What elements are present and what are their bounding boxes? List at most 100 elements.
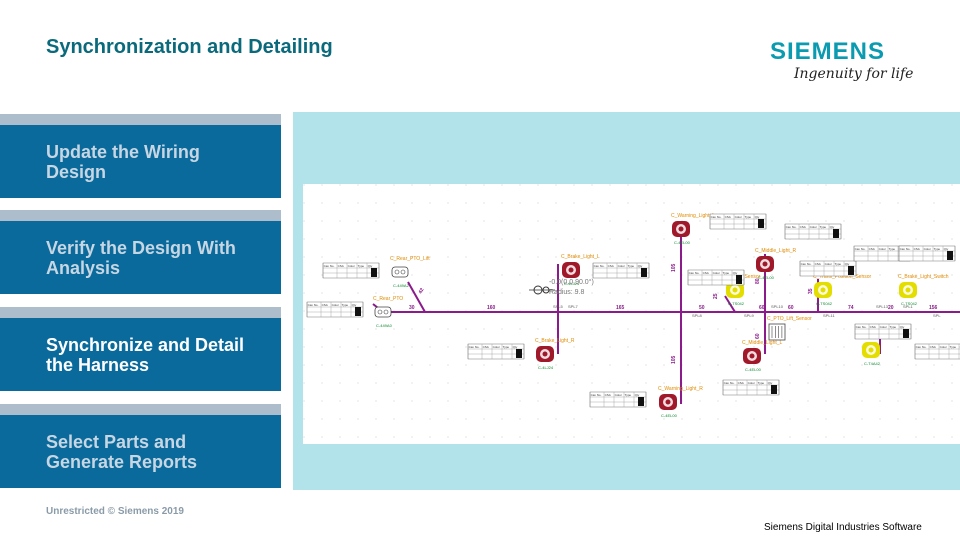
svg-text:Type: Type	[628, 264, 635, 268]
connector-c-brake-light-r[interactable]: C_Brake_Light_RC-4LJ24	[535, 338, 575, 370]
splice-label: SPL10	[771, 304, 784, 309]
length-label: 105	[671, 355, 677, 364]
svg-text:Color: Color	[810, 225, 817, 229]
svg-text:Type: Type	[890, 325, 897, 329]
length-label: 25	[713, 293, 719, 299]
svg-text:Color: Color	[332, 303, 339, 307]
svg-text:Type: Type	[503, 345, 510, 349]
splice-label: SPL13	[876, 304, 889, 309]
connector-part-label: C-TS042	[728, 301, 745, 306]
connector-c-warning-light-l[interactable]: C_Warning_Light_LC-4EL00	[671, 213, 715, 245]
svg-text:Qty: Qty	[635, 393, 640, 397]
brand-tagline: Ingenuity for life	[794, 66, 914, 82]
connector-part-label: C-4EL00	[674, 240, 691, 245]
svg-text:CSA: CSA	[703, 271, 709, 275]
svg-text:Color: Color	[348, 264, 355, 268]
page-title: Synchronization and Detailing	[46, 36, 333, 58]
svg-text:CSA: CSA	[815, 262, 821, 266]
svg-text:Type: Type	[950, 345, 957, 349]
nav-item-select-parts[interactable]: Select Parts and Generate Reports	[0, 415, 281, 488]
svg-text:Type: Type	[342, 303, 349, 307]
length-label: 42	[418, 287, 426, 295]
connector-part-label: C-TS042	[816, 301, 833, 306]
connector-part-label: C-449A2	[393, 283, 410, 288]
connector-part-label: C-4LJ24	[538, 365, 554, 370]
svg-text:Type: Type	[625, 393, 632, 397]
splice-label: SPL11	[823, 313, 835, 318]
length-label: 60	[759, 305, 765, 311]
nav-item-update-wiring[interactable]: Update the Wiring Design	[0, 125, 281, 198]
connector-label: C_Brake_Light_Switch	[898, 274, 949, 280]
svg-text:Qty: Qty	[768, 381, 773, 385]
harness-diagram: 30 160 165 50 60 60 74 20 156 105 105 25…	[303, 184, 960, 444]
svg-text:CSA: CSA	[608, 264, 614, 268]
splice-label: SPL5	[553, 304, 564, 309]
connector-label: C_Warning_Light_R	[658, 386, 703, 392]
harness-canvas[interactable]: 30 160 165 50 60 60 74 20 156 105 105 25…	[303, 184, 960, 444]
svg-text:Color: Color	[615, 393, 622, 397]
svg-text:Cav No.: Cav No.	[786, 225, 797, 229]
connector-part-label: C-449A0	[376, 323, 393, 328]
length-label: 165	[616, 305, 625, 311]
svg-text:Cav No.: Cav No.	[324, 264, 335, 268]
connector-c-pto-lift-sensor[interactable]: C_PTO_Lift_Sensor	[767, 316, 812, 341]
svg-text:Cav No.: Cav No.	[916, 345, 927, 349]
nav-separator	[0, 210, 281, 221]
svg-text:Cav No.: Cav No.	[855, 247, 866, 251]
svg-text:Qty: Qty	[733, 271, 738, 275]
connector-part-label: C-T4A42	[864, 361, 881, 366]
length-label: 105	[671, 263, 677, 272]
length-label: 156	[929, 305, 938, 311]
connector-label: C_Middle_Light_L	[742, 340, 783, 346]
connector-part-label: C-4EL00	[758, 275, 775, 280]
connector-c-brake-light-l[interactable]: C_Brake_Light_LC-4LJ24	[561, 254, 600, 286]
cursor-tooltip: -0.0(0.0,90.0°) Radius: 9.8	[529, 278, 594, 296]
splice-label: SPL7	[568, 304, 579, 309]
svg-text:Color: Color	[924, 247, 931, 251]
connector-c-middle-light-r[interactable]: C_Middle_Light_RC-4EL00	[755, 248, 797, 280]
nav-separator	[0, 114, 281, 125]
length-label: 30	[409, 305, 415, 311]
svg-text:CSA: CSA	[483, 345, 489, 349]
brand-name: SIEMENS	[770, 38, 886, 65]
nav-separator	[0, 307, 281, 318]
connector-c-warning-light-r[interactable]: C_Warning_Light_RC-4EL00	[658, 386, 703, 418]
connector-label: C_Trans_Position_Sensor	[813, 274, 872, 280]
svg-text:Type: Type	[758, 381, 765, 385]
connector-label: C_PTO_Lift_Sensor	[767, 316, 812, 322]
svg-text:Color: Color	[940, 345, 947, 349]
connector-label: C_Rear_PTO_Lift	[390, 256, 430, 262]
svg-text:Color: Color	[879, 247, 886, 251]
nav-item-synchronize-detail[interactable]: Synchronize and Detail the Harness	[0, 318, 281, 391]
svg-text:Qty: Qty	[755, 215, 760, 219]
svg-text:Cav No.: Cav No.	[856, 325, 867, 329]
connector-c-middle-light-l[interactable]: C_Middle_Light_LC-4EL00	[742, 340, 783, 372]
connector-part-label: C-TS042	[901, 301, 918, 306]
svg-text:Type: Type	[723, 271, 730, 275]
nav-item-verify-design[interactable]: Verify the Design With Analysis	[0, 221, 281, 294]
splice-label: SPL1	[903, 304, 914, 309]
svg-text:Cav No.: Cav No.	[900, 247, 911, 251]
svg-text:CSA: CSA	[870, 325, 876, 329]
svg-text:Color: Color	[618, 264, 625, 268]
length-label: 35	[808, 288, 814, 294]
tooltip-angle: -0.0(0.0,90.0°)	[549, 278, 594, 286]
svg-text:Type: Type	[889, 247, 896, 251]
svg-text:CSA: CSA	[800, 225, 806, 229]
svg-text:Type: Type	[934, 247, 941, 251]
svg-text:Color: Color	[493, 345, 500, 349]
siemens-logo: SIEMENS Ingenuity for life	[770, 38, 920, 83]
